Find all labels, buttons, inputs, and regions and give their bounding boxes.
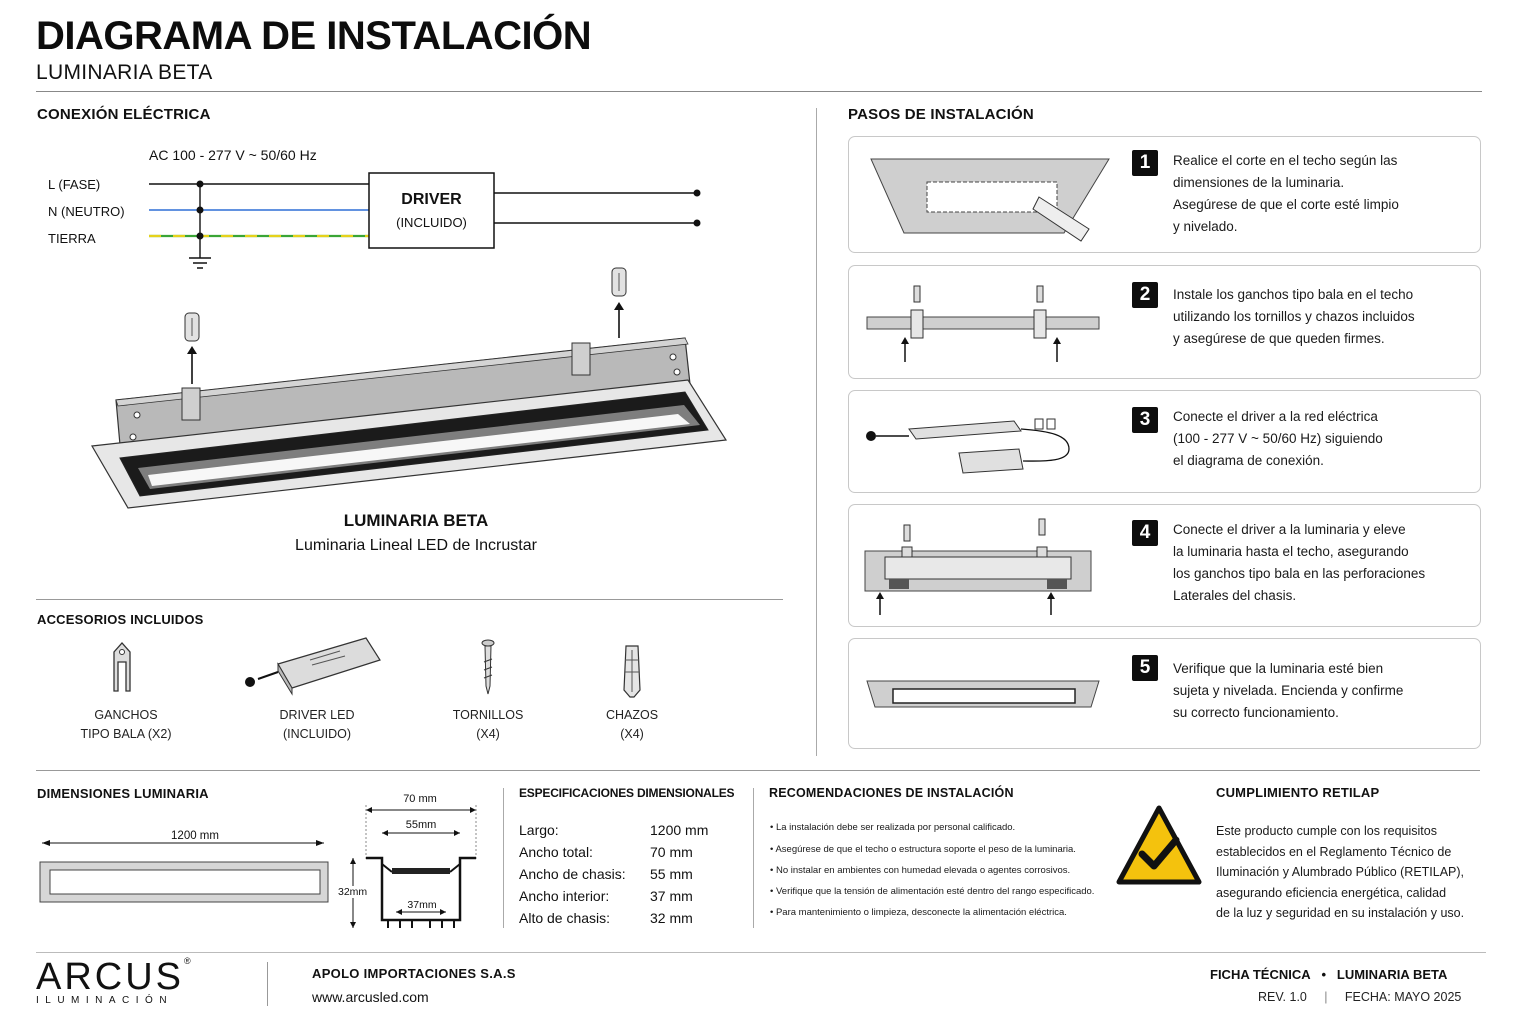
retilap-heading: CUMPLIMIENTO RETILAP — [1216, 785, 1380, 800]
bullet-hook-right — [611, 267, 627, 338]
spec-label-chassis-height: Alto de chasis: — [519, 910, 611, 926]
inner-width-label: 37mm — [407, 899, 437, 911]
column-divider — [816, 108, 817, 756]
electrical-heading: CONEXIÓN ELÉCTRICA — [37, 106, 211, 123]
spec-value-inner-width: 37 mm — [650, 888, 693, 904]
neutral-node — [196, 206, 204, 214]
step-card-3: 3 Conecte el driver a la red eléctrica(1… — [848, 390, 1481, 493]
step-number-2: 2 — [1132, 282, 1158, 308]
bullet-hook-left — [184, 312, 200, 384]
accessories-icons — [113, 637, 641, 698]
wall-plug-icon — [623, 645, 641, 698]
step-card-4: 4 Conecte el driver a la luminaria y ele… — [848, 504, 1481, 627]
voltage-label: AC 100 - 277 V ~ 50/60 Hz — [149, 147, 317, 163]
accessory-screws-label: TORNILLOS(X4) — [452, 708, 524, 741]
neutral-label: N (NEUTRO) — [48, 204, 125, 219]
step-text-2: Instale los ganchos tipo bala en el tech… — [1173, 287, 1415, 346]
driver-title: DRIVER — [401, 191, 462, 208]
step-card-2: 2 Instale los ganchos tipo bala en el te… — [848, 265, 1481, 379]
footer-divider — [36, 952, 1486, 953]
chassis-width-label: 55mm — [405, 819, 437, 831]
driver-subtitle: (INCLUIDO) — [396, 215, 467, 230]
doc-type-line: FICHA TÉCNICA • LUMINARIA BETA — [1210, 967, 1448, 982]
dimensions-heading: DIMENSIONES LUMINARIA — [37, 786, 209, 801]
spec-value-chassis-height: 32 mm — [650, 910, 693, 926]
screw-icon — [481, 639, 495, 695]
spec-label-total-width: Ancho total: — [519, 844, 593, 860]
spec-label-length: Largo: — [519, 822, 559, 838]
recommendation-item: • Asegúrese de que el techo o estructura… — [770, 844, 1076, 855]
step-card-1: 1 Realice el corte en el techo según las… — [848, 136, 1481, 253]
spec-value-total-width: 70 mm — [650, 844, 693, 860]
recommendations-heading: RECOMENDACIONES DE INSTALACIÓN — [769, 786, 1014, 800]
brand-tagline: ILUMINACIÓN — [36, 995, 174, 1006]
accessory-driver-label: DRIVER LED(INCLUIDO) — [279, 708, 355, 741]
bottom-divider — [36, 770, 1480, 771]
output-terminal-1 — [693, 189, 701, 197]
chassis-clip-right — [571, 342, 591, 376]
step-1-illustration — [870, 158, 1110, 242]
specs-heading: ESPECIFICACIONES DIMENSIONALES — [519, 786, 735, 800]
height-label: 32mm — [338, 886, 368, 898]
step-5-illustration — [866, 680, 1100, 708]
website-link[interactable]: www.arcusled.com — [312, 989, 429, 1005]
spec-label-inner-width: Ancho interior: — [519, 888, 610, 904]
step-text-4: Conecte el driver a la luminaria y eleve… — [1173, 522, 1426, 603]
spec-value-length: 1200 mm — [650, 822, 709, 838]
length-label: 1200 mm — [150, 830, 240, 842]
step-4-illustration — [864, 518, 1092, 615]
footer-brand-divider — [267, 962, 268, 1006]
earth-node — [196, 232, 204, 240]
recommendation-item: • Verifique que la tensión de alimentaci… — [770, 886, 1095, 897]
output-terminal-2 — [693, 219, 701, 227]
product-name: LUMINARIA BETA — [343, 511, 489, 530]
ground-symbol — [189, 257, 211, 269]
step-number-1: 1 — [1132, 150, 1158, 176]
accessories-divider — [36, 599, 783, 600]
dimensions-drawing — [39, 805, 477, 928]
retilap-check-icon — [1116, 805, 1202, 885]
wiring-diagram — [149, 172, 701, 269]
step-number-5: 5 — [1132, 655, 1158, 681]
hook-clip-icon — [113, 642, 131, 692]
step-number-4: 4 — [1132, 520, 1158, 546]
revision-line: REV. 1.0 | FECHA: MAYO 2025 — [1258, 990, 1462, 1004]
chassis-clip-left — [181, 387, 201, 421]
earth-label: TIERRA — [48, 231, 96, 246]
product-description: Luminaria Lineal LED de Incrustar — [295, 537, 537, 554]
driver-box — [368, 172, 495, 249]
header-divider — [36, 91, 1482, 92]
bottom-divider-2 — [753, 788, 754, 928]
brand-logo: ARCUS® — [36, 956, 191, 998]
spec-value-chassis-width: 55 mm — [650, 866, 693, 882]
step-3-illustration — [866, 418, 1070, 474]
company-name: APOLO IMPORTACIONES S.A.S — [312, 966, 516, 981]
step-number-3: 3 — [1132, 407, 1158, 433]
accessories-heading: ACCESORIOS INCLUIDOS — [37, 612, 204, 627]
steps-heading: PASOS DE INSTALACIÓN — [848, 106, 1034, 123]
spec-label-chassis-width: Ancho de chasis: — [519, 866, 626, 882]
page-title: DIAGRAMA DE INSTALACIÓN — [36, 14, 592, 58]
page-subtitle: LUMINARIA BETA — [36, 61, 213, 84]
luminaire-illustration — [91, 267, 728, 509]
bottom-divider-1 — [503, 788, 504, 928]
step-2-illustration — [866, 285, 1100, 362]
phase-label: L (FASE) — [48, 177, 101, 192]
led-driver-icon — [245, 637, 381, 696]
recommendation-item: • Para mantenimiento o limpieza, descone… — [770, 907, 1067, 918]
total-width-label: 70 mm — [403, 793, 437, 805]
recommendation-item: • La instalación debe ser realizada por … — [770, 822, 1016, 833]
step-text-3: Conecte el driver a la red eléctrica(100… — [1173, 409, 1383, 468]
phase-node — [196, 180, 204, 188]
recommendation-item: • No instalar en ambientes con humedad e… — [770, 865, 1071, 876]
accessory-plugs-label: CHAZOS(X4) — [605, 708, 659, 741]
